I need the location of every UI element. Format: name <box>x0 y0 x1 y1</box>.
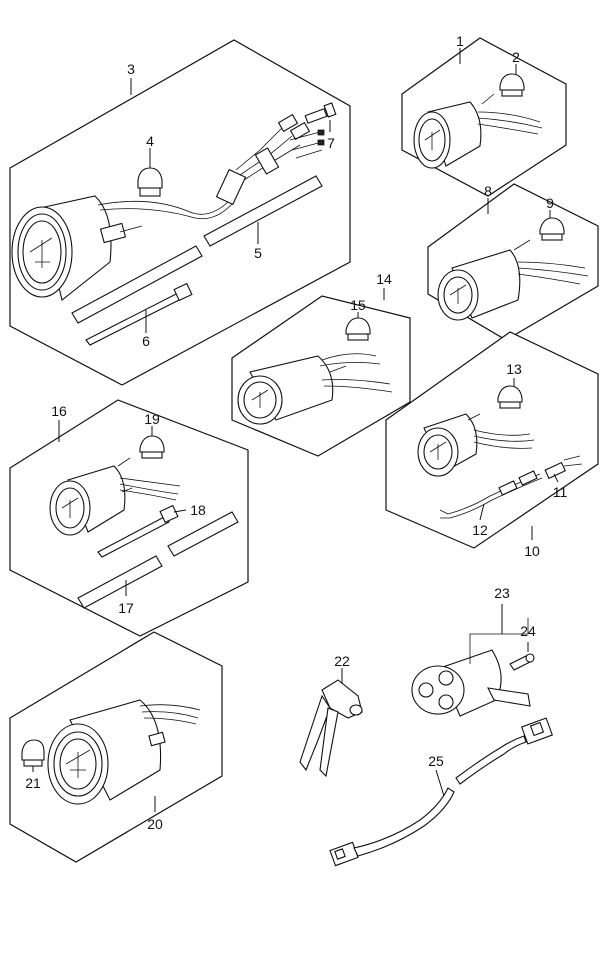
callout-11: 11 <box>553 484 568 500</box>
bulb-2 <box>499 73 525 97</box>
callout-23: 23 <box>494 585 510 601</box>
bulb-9 <box>539 217 565 241</box>
bulb-15 <box>345 317 371 341</box>
bolt-7 <box>304 102 337 124</box>
group-1-meter <box>401 37 567 197</box>
callout-8: 8 <box>484 183 492 199</box>
gauge-10 <box>417 413 535 477</box>
callout-15: 15 <box>350 297 366 313</box>
gauge-14 <box>237 353 393 425</box>
harness-3 <box>215 113 325 206</box>
gauge-1 <box>413 93 543 169</box>
bulb-13 <box>497 385 523 409</box>
callout-1: 1 <box>456 33 464 49</box>
bulb-19 <box>139 435 165 459</box>
callout-14: 14 <box>376 271 392 287</box>
callout-21: 21 <box>25 775 41 791</box>
callout-2: 2 <box>512 49 520 65</box>
callout-25: 25 <box>428 753 444 769</box>
cable-tie-6 <box>85 282 193 346</box>
screw-24 <box>509 642 535 671</box>
callout-24: 24 <box>520 623 536 639</box>
bulb-4 <box>137 167 163 197</box>
callout-6: 6 <box>142 333 150 349</box>
group-20-meter <box>9 631 223 863</box>
gauge-16 <box>49 457 181 536</box>
callout-22: 22 <box>334 653 350 669</box>
callout-labels: 1 2 3 4 5 6 7 8 9 10 11 12 13 14 15 16 1… <box>25 33 567 832</box>
tube-5 <box>71 175 323 324</box>
group-16-meter-kit <box>9 399 249 637</box>
harness-12 <box>439 470 543 519</box>
callout-19: 19 <box>144 411 160 427</box>
gauge-3 <box>11 195 233 301</box>
callout-7: 7 <box>327 135 335 151</box>
callout-18: 18 <box>190 502 206 518</box>
gauge-8 <box>437 239 589 321</box>
group-14-meter <box>231 288 411 457</box>
callout-5: 5 <box>254 245 262 261</box>
callout-16: 16 <box>51 403 67 419</box>
housing-23 <box>411 604 531 717</box>
callout-10: 10 <box>524 543 540 559</box>
callout-20: 20 <box>147 816 163 832</box>
callout-3: 3 <box>127 61 135 77</box>
callout-17: 17 <box>118 600 134 616</box>
bulb-21 <box>21 739 45 767</box>
gauge-20 <box>47 699 201 805</box>
callout-13: 13 <box>506 361 522 377</box>
tube-17 <box>77 511 239 609</box>
harness-11 <box>544 455 583 480</box>
callout-12: 12 <box>472 522 488 538</box>
callout-4: 4 <box>146 133 154 149</box>
group-3-meter-kit <box>9 39 351 386</box>
cable-25 <box>329 717 553 867</box>
sensor-22 <box>299 668 363 778</box>
callout-9: 9 <box>546 195 554 211</box>
group-8-meter <box>427 183 599 341</box>
cable-tie-18 <box>97 504 179 558</box>
group-10-meter-kit <box>385 331 599 549</box>
